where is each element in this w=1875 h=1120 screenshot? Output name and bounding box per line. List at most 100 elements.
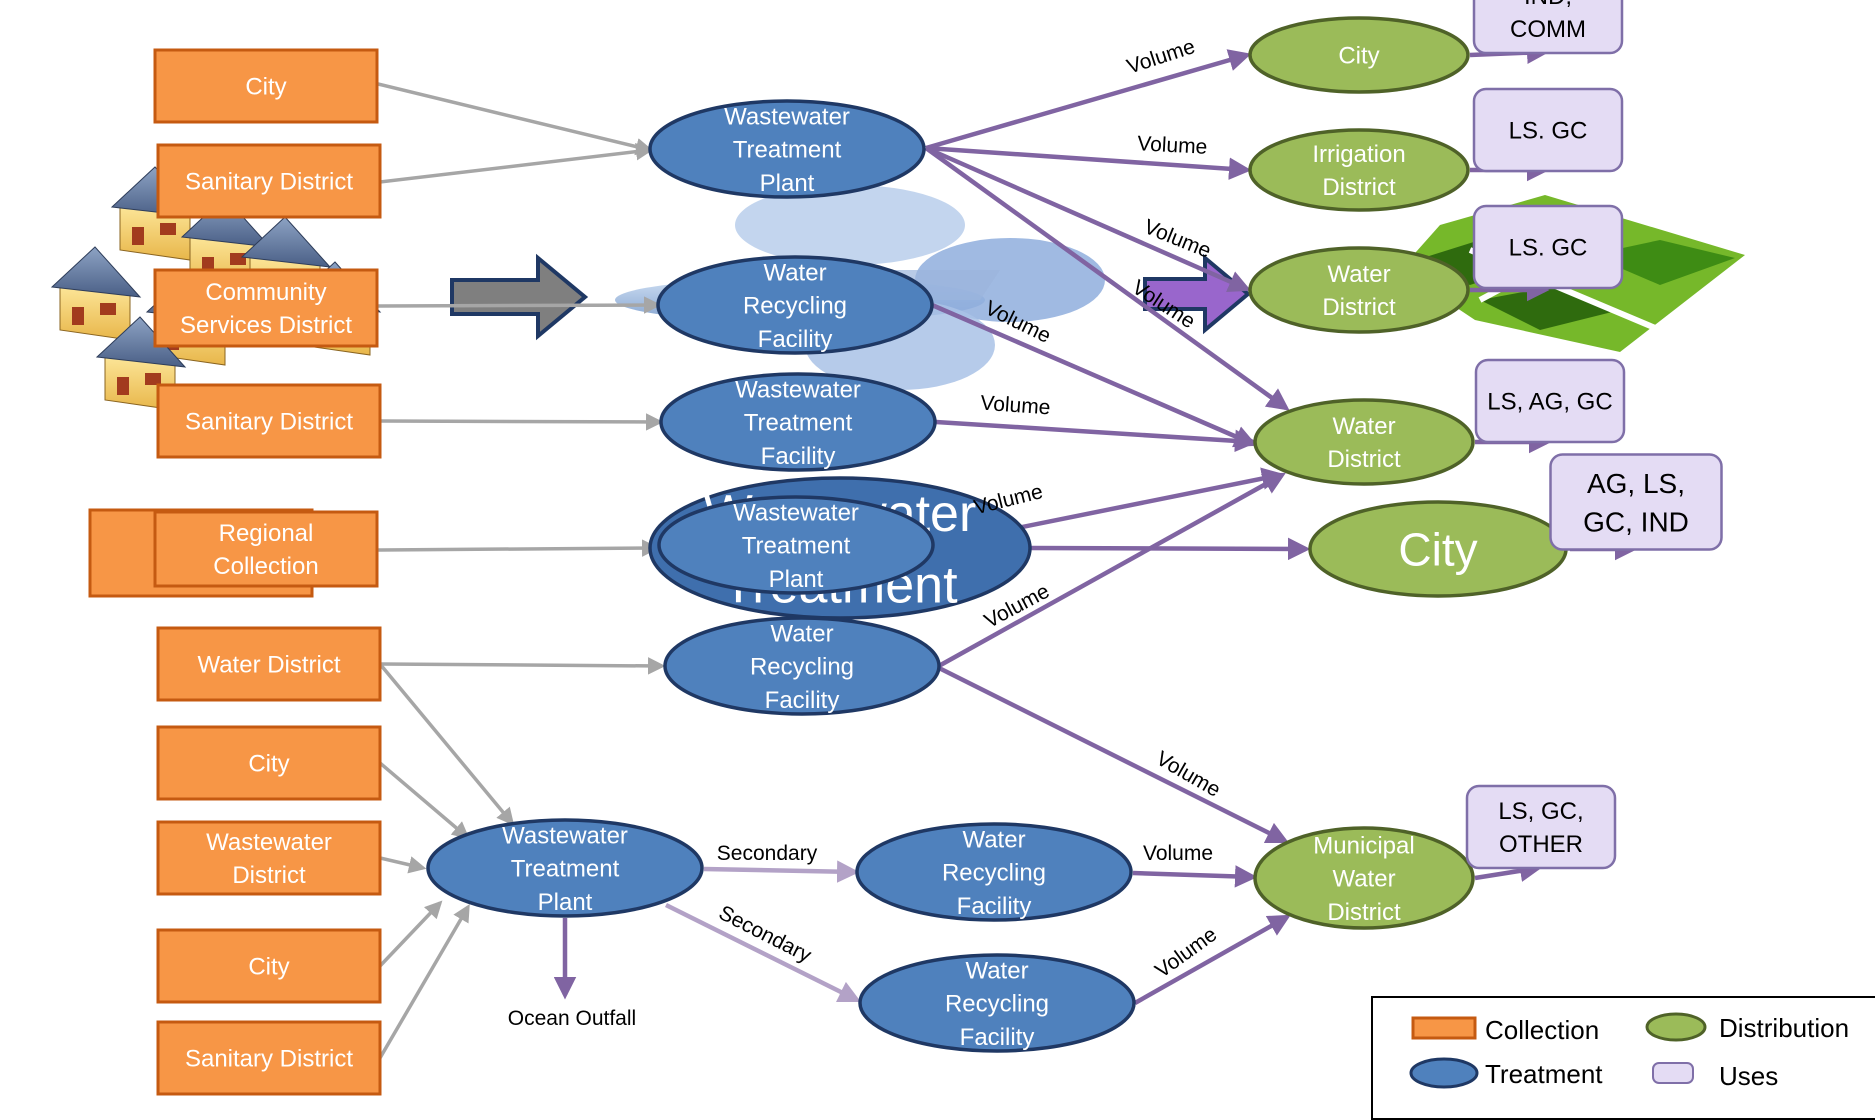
flow-arrow bbox=[378, 903, 470, 1059]
flow-arrow bbox=[935, 664, 1290, 844]
t-wrf1-label-line: Water bbox=[763, 260, 826, 287]
u1-label-line: IND, bbox=[1524, 0, 1572, 10]
u6-label-line: LS, GC, bbox=[1498, 798, 1583, 825]
flow-arrow bbox=[1132, 865, 1258, 888]
distribution-ellipse bbox=[1248, 16, 1470, 94]
c-wwd-label-line: District bbox=[232, 862, 306, 889]
treatment-ellipse bbox=[648, 99, 926, 199]
c-wwd-label-line: Wastewater bbox=[206, 829, 332, 856]
u5-label-line: AG, LS, bbox=[1587, 468, 1685, 499]
collection-box bbox=[153, 510, 379, 588]
collection-node-c-city1: City bbox=[153, 48, 379, 124]
legend-collection-swatch bbox=[1411, 1016, 1477, 1040]
collection-box bbox=[156, 626, 382, 702]
flow-arrow bbox=[1133, 914, 1291, 1005]
collection-box bbox=[156, 143, 382, 219]
flow-arrow bbox=[377, 296, 662, 314]
t-wrf3-label-line: Recycling bbox=[942, 860, 1046, 887]
t-wtp2-label-line: Treatment bbox=[742, 533, 851, 560]
d-wd2-label-line: District bbox=[1327, 446, 1401, 473]
flow-arrow bbox=[378, 761, 470, 840]
uses-node-u6: LS, GC, OTHER bbox=[1465, 784, 1617, 870]
d-mwd-label-line: District bbox=[1327, 899, 1401, 926]
uses-box bbox=[1472, 87, 1624, 173]
volume-edge-label: Volume bbox=[1143, 842, 1213, 865]
legend-distribution-label: Distribution bbox=[1719, 1013, 1849, 1043]
d-mwd-label-line: Water bbox=[1332, 866, 1395, 893]
c-csd-label-line: Community bbox=[205, 279, 326, 306]
treatment-ellipse bbox=[659, 372, 937, 472]
legend-collection-label: Collection bbox=[1485, 1015, 1599, 1045]
c-reg-label-line: Collection bbox=[213, 553, 318, 580]
t-wtp2-label-line: Wastewater bbox=[733, 500, 859, 527]
t-wrf3-label-line: Facility bbox=[957, 893, 1032, 920]
flow-arrow bbox=[379, 657, 666, 675]
legend-treatment-swatch bbox=[1409, 1057, 1479, 1089]
collection-node-c-sd3: Sanitary District bbox=[156, 1020, 382, 1096]
uses-node-u5: AG, LS, GC, IND bbox=[1549, 453, 1723, 551]
flow-arrow bbox=[925, 145, 1252, 180]
u4-label-line: LS, AG, GC bbox=[1487, 389, 1612, 416]
volume-edge-label: Volume bbox=[1141, 215, 1215, 263]
t-wtp3-label-line: Treatment bbox=[511, 856, 620, 883]
t-wrf2-label-line: Recycling bbox=[750, 654, 854, 681]
t-wtf-label-line: Wastewater bbox=[735, 377, 861, 404]
u1-label-line: COMM bbox=[1510, 16, 1586, 43]
flow-arrow bbox=[379, 856, 427, 874]
t-wtf-label-line: Treatment bbox=[744, 410, 853, 437]
u5-label-line: GC, IND bbox=[1583, 506, 1689, 537]
flow-arrow bbox=[378, 900, 443, 968]
uses-node-u3: LS. GC bbox=[1472, 204, 1624, 290]
distribution-ellipse bbox=[1253, 826, 1475, 930]
flow-arrow bbox=[925, 49, 1252, 151]
secondary-edge-label: Secondary bbox=[717, 842, 818, 865]
secondary-edge-label: Secondary bbox=[715, 901, 815, 967]
uses-box bbox=[1474, 358, 1626, 444]
treatment-ellipse bbox=[663, 616, 941, 716]
c-city1-label-line: City bbox=[245, 74, 286, 101]
uses-box bbox=[1472, 204, 1624, 290]
uses-box bbox=[1472, 0, 1624, 55]
flow-arrow bbox=[935, 419, 1258, 453]
uses-box bbox=[1549, 453, 1723, 551]
u6-label-line: OTHER bbox=[1499, 831, 1583, 858]
c-csd-label-line: Services District bbox=[180, 312, 352, 339]
t-wtf-label-line: Facility bbox=[761, 443, 836, 470]
c-city3-label-line: City bbox=[248, 954, 289, 981]
distribution-ellipse bbox=[1253, 398, 1475, 486]
c-reg-label-line: Regional bbox=[219, 520, 314, 547]
treatment-ellipse bbox=[657, 495, 935, 595]
collection-node-c-city2: City bbox=[156, 725, 382, 801]
flow-arrow bbox=[1474, 859, 1543, 882]
collection-node-c-sd2: Sanitary District bbox=[156, 383, 382, 459]
distribution-ellipse bbox=[1248, 128, 1470, 212]
t-wrf2-label-line: Facility bbox=[765, 687, 840, 714]
d-wd2-label-line: Water bbox=[1332, 413, 1395, 440]
t-wtp2-label-line: Plant bbox=[769, 566, 824, 593]
flow-arrow bbox=[377, 539, 660, 557]
treatment-ellipse bbox=[426, 818, 704, 918]
collection-box bbox=[156, 928, 382, 1004]
collection-box bbox=[153, 48, 379, 124]
flow-arrow bbox=[925, 145, 1252, 293]
u2-label-line: LS. GC bbox=[1509, 118, 1588, 145]
t-wrf2-label-line: Water bbox=[770, 621, 833, 648]
legend-treatment-label: Treatment bbox=[1485, 1059, 1603, 1089]
legend-distribution-swatch bbox=[1645, 1012, 1707, 1042]
volume-edge-label: Volume bbox=[1137, 132, 1208, 159]
t-wrf1-label-line: Recycling bbox=[743, 293, 847, 320]
flow-arrow bbox=[664, 902, 862, 1003]
legend-uses-swatch bbox=[1652, 1062, 1694, 1084]
volume-edge-label: Volume bbox=[980, 392, 1051, 420]
